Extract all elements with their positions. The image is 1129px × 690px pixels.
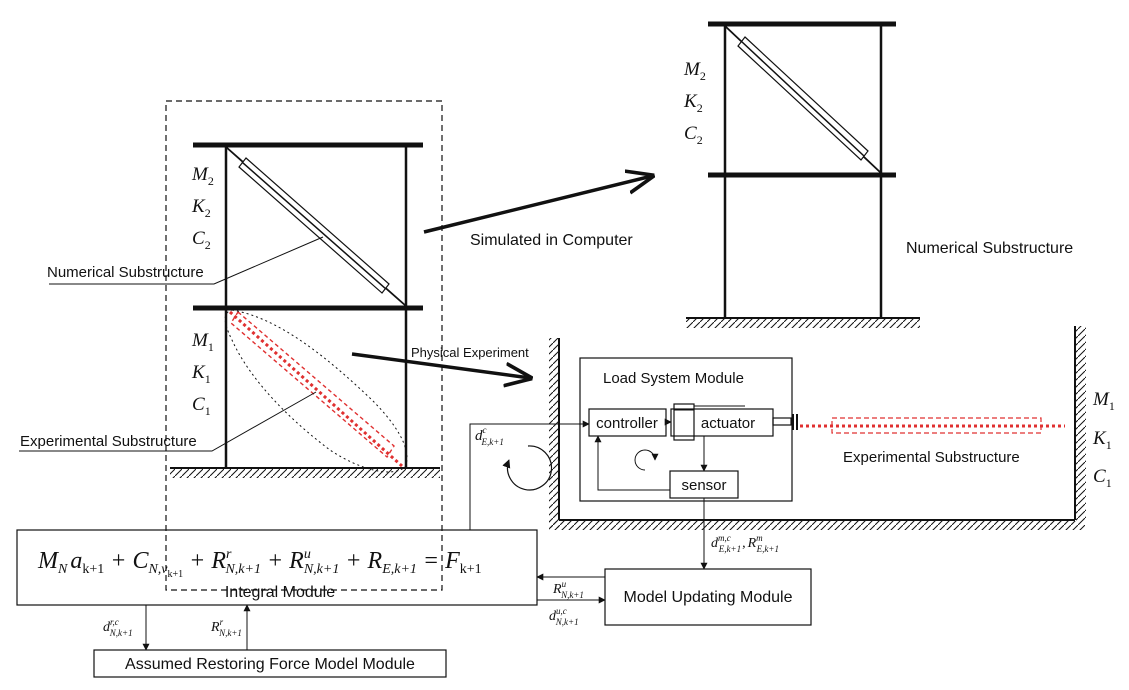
assumed-restoring-force-module [93, 649, 447, 678]
physical-experiment-label: Physical Experiment [411, 345, 529, 360]
label-c2-left: C2 [192, 228, 211, 252]
simulated-arrow [423, 176, 652, 234]
experimental-substructure-right-label: Experimental Substructure [843, 449, 1020, 466]
substructure-boundary [165, 100, 443, 591]
label-c1-right: C1 [1093, 466, 1112, 490]
physical-experiment-arrow [351, 352, 530, 378]
sensor-label: sensor [681, 477, 726, 494]
simulated-in-computer-label: Simulated in Computer [470, 232, 633, 249]
full-frame-structure: M2 K2 C2 M1 K1 C1 Numerical Substructure… [19, 100, 443, 591]
label-k1-right: K1 [1092, 428, 1112, 452]
experimental-callout-leader [19, 391, 317, 452]
specimen-box [831, 417, 1042, 434]
experimental-substructure-callout: Experimental Substructure [20, 433, 197, 450]
control-loop-arrow [634, 449, 659, 471]
label-m2-right: M2 [683, 59, 706, 83]
lower-brace [224, 309, 408, 473]
label-k2-right: K2 [683, 91, 703, 115]
actuator-body [673, 403, 695, 441]
label-m1-right: M1 [1092, 389, 1115, 413]
label-c2-right: C2 [684, 123, 703, 147]
actuator-rod [772, 417, 792, 426]
model-updating-module-label: Model Updating Module [624, 589, 793, 606]
frame-ground-hatch [170, 469, 440, 478]
laboratory-setup [549, 326, 1086, 530]
controller-label: controller [596, 415, 658, 432]
label-m2-left: M2 [191, 164, 214, 188]
integration-loop-arrow [502, 445, 553, 491]
label-k1-left: K1 [191, 362, 211, 386]
assumed-restoring-force-module-label: Assumed Restoring Force Model Module [125, 656, 415, 673]
label-m1-left: M1 [191, 330, 214, 354]
label-k2-left: K2 [191, 196, 211, 220]
numerical-callout-leader [49, 236, 324, 285]
actuator-label: actuator [701, 415, 755, 432]
numerical-substructure-callout: Numerical Substructure [47, 264, 204, 281]
experimental-region-outline [224, 309, 408, 473]
numerical-substructure-frame [686, 21, 920, 328]
load-system-module-title: Load System Module [603, 370, 744, 387]
numerical-substructure-title: Numerical Substructure [906, 240, 1073, 257]
command-signal-line [469, 420, 590, 530]
load-system-module: Load System Module controller actuator s… [579, 357, 798, 502]
upper-brace [225, 146, 407, 307]
label-c1-left: C1 [192, 394, 211, 418]
integral-module-label: Integral Module [225, 584, 335, 601]
